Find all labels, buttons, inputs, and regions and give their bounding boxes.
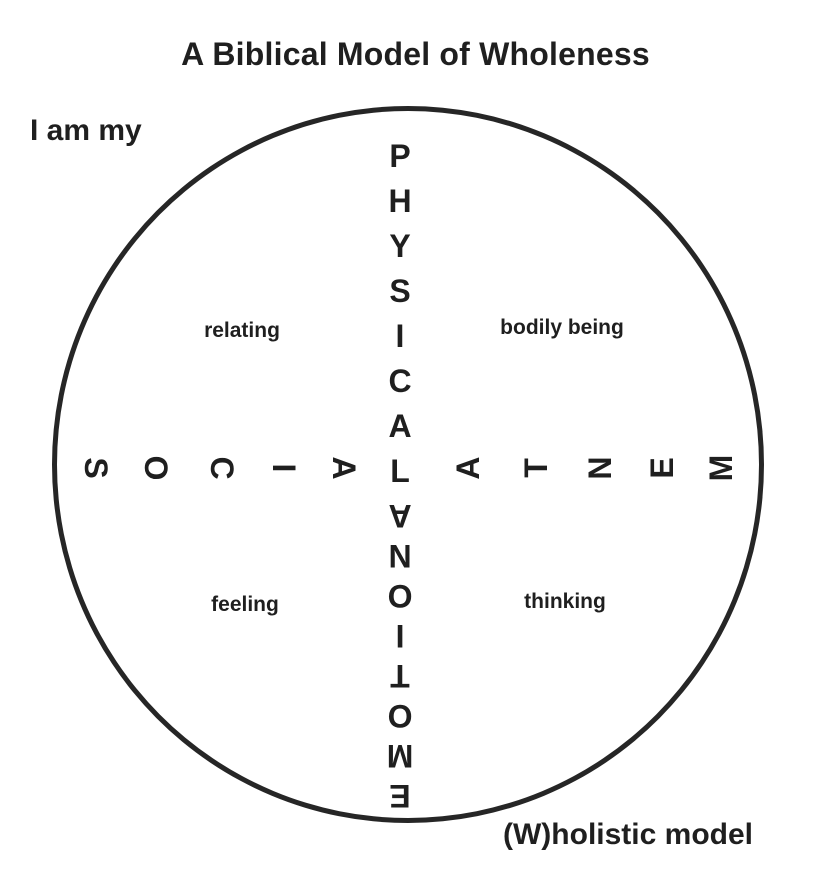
physical-letter: A	[388, 408, 412, 444]
diagram-title: A Biblical Model of Wholeness	[181, 36, 650, 72]
physical-letter: P	[389, 138, 411, 174]
quadrant-thinking: thinking	[524, 590, 606, 613]
emotional-letter: E	[389, 778, 411, 814]
social-letter: A	[326, 456, 362, 480]
mental-letter: A	[450, 456, 486, 480]
physical-letter: H	[388, 183, 412, 219]
emotional-letter: I	[395, 618, 405, 654]
footer-caption: (W)holistic model	[503, 818, 753, 851]
mental-letter: M	[703, 454, 739, 482]
emotional-letter: O	[387, 578, 413, 614]
physical-letter: S	[389, 273, 411, 309]
quadrant-bodily-being: bodily being	[500, 316, 624, 339]
physical-letter: C	[388, 363, 412, 399]
emotional-letter: N	[388, 538, 412, 574]
mental-letter: T	[518, 458, 554, 478]
emotional-letter: M	[386, 738, 414, 774]
social-letter: O	[138, 455, 174, 481]
mental-letter: E	[644, 457, 680, 479]
emotional-letter: T	[390, 658, 410, 694]
social-letter: I	[266, 463, 302, 473]
mental-letter: N	[582, 456, 618, 480]
quadrant-relating: relating	[204, 319, 280, 342]
quadrant-feeling: feeling	[211, 593, 279, 616]
social-letter: C	[204, 456, 240, 480]
wholeness-circle	[52, 106, 764, 823]
physical-letter: I	[395, 318, 405, 354]
physical-letter: Y	[389, 228, 411, 264]
intro-text: I am my	[30, 114, 142, 147]
emotional-letter: O	[387, 698, 413, 734]
emotional-letter: A	[388, 498, 412, 534]
social-letter: S	[78, 457, 114, 479]
physical-letter: L	[390, 453, 410, 489]
